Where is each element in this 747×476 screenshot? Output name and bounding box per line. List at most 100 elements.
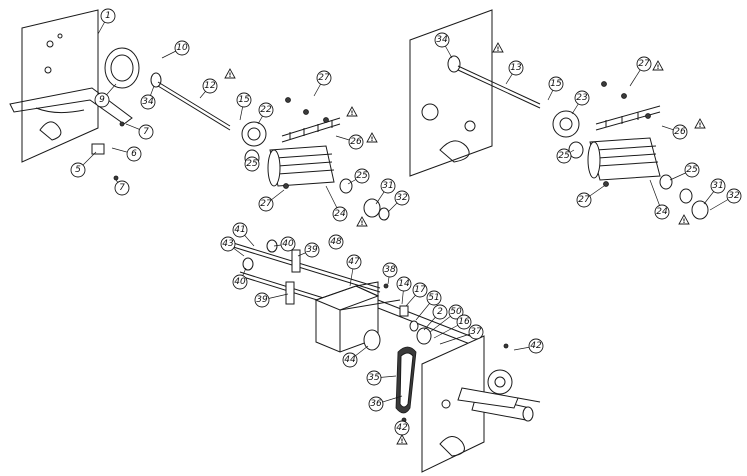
right-frame-plate xyxy=(409,9,493,177)
callout-15: 15 xyxy=(547,76,564,101)
warning-triangle-icon: ! xyxy=(366,132,378,143)
svg-text:15: 15 xyxy=(238,95,250,105)
callout-12: 12 xyxy=(199,78,218,99)
svg-text:39: 39 xyxy=(306,245,318,255)
callout-44: 44 xyxy=(342,345,369,368)
svg-text:!: ! xyxy=(497,46,500,53)
svg-text:36: 36 xyxy=(370,399,382,409)
svg-text:6: 6 xyxy=(131,149,137,159)
callout-23: 23 xyxy=(571,90,590,115)
svg-text:40: 40 xyxy=(282,239,294,249)
svg-text:!: ! xyxy=(229,72,232,79)
callout-25: 25 xyxy=(556,148,575,164)
svg-text:16: 16 xyxy=(458,317,470,327)
callout-32: 32 xyxy=(709,188,742,211)
callout-27: 27 xyxy=(313,70,332,97)
left-roller-assembly xyxy=(9,9,390,221)
callout-50: 50 xyxy=(429,304,464,333)
svg-text:!: ! xyxy=(361,220,364,227)
svg-text:!: ! xyxy=(351,110,354,117)
callout-22: 22 xyxy=(257,102,274,125)
svg-text:31: 31 xyxy=(712,181,723,191)
svg-text:32: 32 xyxy=(396,193,408,203)
callout-16: 16 xyxy=(433,314,472,339)
callout-40: 40 xyxy=(232,267,248,290)
bottom-rollers xyxy=(457,387,541,422)
right-roller xyxy=(587,137,661,181)
svg-text:43: 43 xyxy=(222,239,234,249)
svg-text:42: 42 xyxy=(530,341,542,351)
svg-text:27: 27 xyxy=(638,59,650,69)
left-shaft xyxy=(157,81,231,127)
svg-text:27: 27 xyxy=(578,195,590,205)
svg-text:26: 26 xyxy=(350,137,362,147)
svg-text:27: 27 xyxy=(260,199,272,209)
svg-text:!: ! xyxy=(657,64,660,71)
svg-text:42: 42 xyxy=(396,423,408,433)
left-gear xyxy=(241,121,267,147)
callout-5: 5 xyxy=(70,151,97,178)
svg-text:!: ! xyxy=(401,438,404,445)
svg-text:25: 25 xyxy=(686,165,698,175)
warning-triangle-icon: ! xyxy=(652,60,664,71)
callout-14: 14 xyxy=(396,276,412,305)
callout-43: 43 xyxy=(220,236,245,257)
callout-42: 42 xyxy=(394,419,410,436)
svg-text:22: 22 xyxy=(260,105,272,115)
callout-17: 17 xyxy=(405,282,428,307)
callout-51: 51 xyxy=(415,290,442,321)
callout-48: 48 xyxy=(328,234,344,250)
callout-27: 27 xyxy=(258,189,285,212)
svg-text:26: 26 xyxy=(674,127,686,137)
callout-39: 39 xyxy=(297,242,320,258)
warning-triangle-icon: ! xyxy=(224,68,236,79)
callout-24: 24 xyxy=(649,179,670,220)
svg-text:40: 40 xyxy=(234,277,246,287)
left-bracket xyxy=(281,117,341,143)
drive-pulley xyxy=(363,329,381,351)
callout-38: 38 xyxy=(382,262,398,285)
callout-2: 2 xyxy=(423,304,448,331)
svg-text:2: 2 xyxy=(437,307,443,317)
svg-text:7: 7 xyxy=(143,127,149,137)
callout-27: 27 xyxy=(629,56,652,87)
left-drive-motor xyxy=(104,47,140,89)
left-frame-plate xyxy=(21,9,99,163)
callout-39: 39 xyxy=(254,292,289,308)
callout-41: 41 xyxy=(232,222,255,247)
callout-47: 47 xyxy=(346,254,362,287)
right-bracket xyxy=(595,105,661,131)
callout-24: 24 xyxy=(325,185,348,222)
svg-text:25: 25 xyxy=(356,171,368,181)
right-gear xyxy=(552,110,580,138)
callout-1: 1 xyxy=(97,8,116,35)
svg-text:23: 23 xyxy=(576,93,588,103)
svg-text:34: 34 xyxy=(436,35,448,45)
svg-text:10: 10 xyxy=(176,43,188,53)
svg-text:44: 44 xyxy=(344,355,356,365)
callout-7: 7 xyxy=(114,179,130,196)
callout-40: 40 xyxy=(273,236,296,252)
svg-text:!: ! xyxy=(371,136,374,143)
svg-text:51: 51 xyxy=(428,293,439,303)
svg-text:39: 39 xyxy=(256,295,268,305)
callout-42: 42 xyxy=(513,338,544,354)
svg-text:27: 27 xyxy=(318,73,330,83)
svg-text:14: 14 xyxy=(398,279,410,289)
callout-25: 25 xyxy=(669,162,700,181)
svg-text:47: 47 xyxy=(348,257,360,267)
warning-triangle-icon: ! xyxy=(678,214,690,225)
svg-text:50: 50 xyxy=(450,307,462,317)
svg-text:38: 38 xyxy=(384,265,396,275)
callout-10: 10 xyxy=(161,40,190,59)
callout-15: 15 xyxy=(236,92,252,121)
callout-37: 37 xyxy=(439,324,484,345)
svg-text:41: 41 xyxy=(234,225,245,235)
callout-34: 34 xyxy=(434,32,453,59)
svg-text:17: 17 xyxy=(414,285,426,295)
right-shaft xyxy=(457,65,541,105)
bottom-gear xyxy=(487,369,513,395)
svg-text:31: 31 xyxy=(382,181,393,191)
